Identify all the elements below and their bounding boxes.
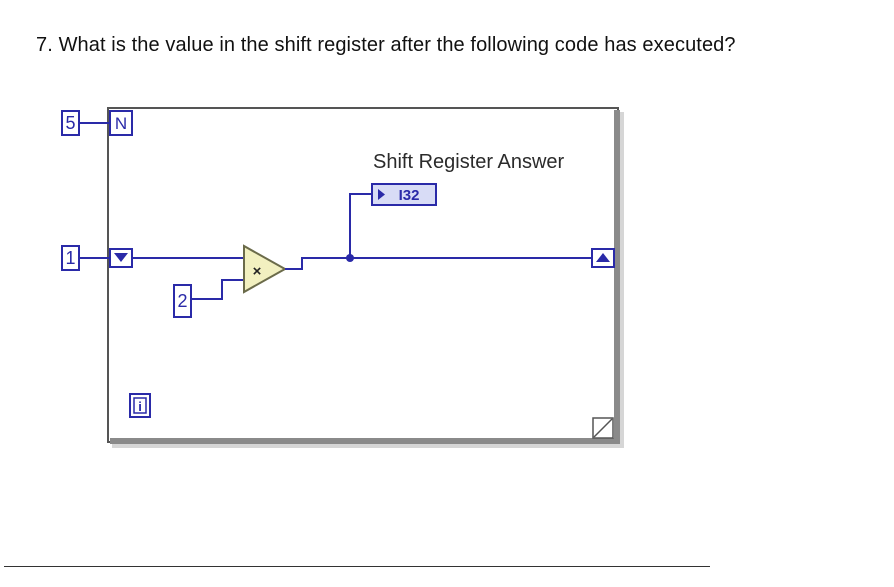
multiplier-wire — [191, 279, 244, 300]
shift-register-down-arrow-icon — [114, 253, 128, 262]
count-constant-value: 5 — [65, 113, 75, 133]
multiplier-constant[interactable]: 2 — [173, 284, 192, 318]
question-text: 7. What is the value in the shift regist… — [36, 34, 736, 57]
for-loop — [107, 107, 624, 448]
multiply-function[interactable]: × — [243, 244, 288, 294]
product-wire — [285, 257, 592, 270]
count-terminal: N — [109, 110, 133, 136]
indicator-arrow-icon — [378, 189, 385, 200]
iteration-terminal: i — [129, 393, 151, 418]
iteration-terminal-label: i — [138, 399, 142, 414]
for-loop-right-edge — [614, 110, 620, 444]
indicator-wire — [349, 193, 372, 258]
indicator-type: I32 — [399, 187, 420, 204]
multiply-icon: × — [253, 263, 262, 280]
for-loop-bottom-edge — [110, 438, 620, 444]
initial-value-constant[interactable]: 1 — [61, 245, 80, 271]
shift-register-left[interactable] — [109, 248, 133, 268]
for-loop-frame — [107, 107, 619, 443]
count-terminal-label: N — [115, 114, 127, 133]
answer-blank-line[interactable] — [4, 566, 710, 567]
indicator-terminal[interactable]: I32 — [371, 183, 437, 206]
initial-value-text: 1 — [65, 248, 75, 268]
loop-resize-handle[interactable] — [592, 417, 614, 439]
shift-register-right[interactable] — [591, 248, 615, 268]
multiplier-constant-value: 2 — [177, 291, 187, 311]
shift-register-up-arrow-icon — [596, 253, 610, 262]
indicator-label: Shift Register Answer — [373, 151, 565, 173]
question-body: What is the value in the shift register … — [58, 34, 736, 56]
count-constant[interactable]: 5 — [61, 110, 80, 136]
question-number: 7. — [36, 34, 53, 56]
